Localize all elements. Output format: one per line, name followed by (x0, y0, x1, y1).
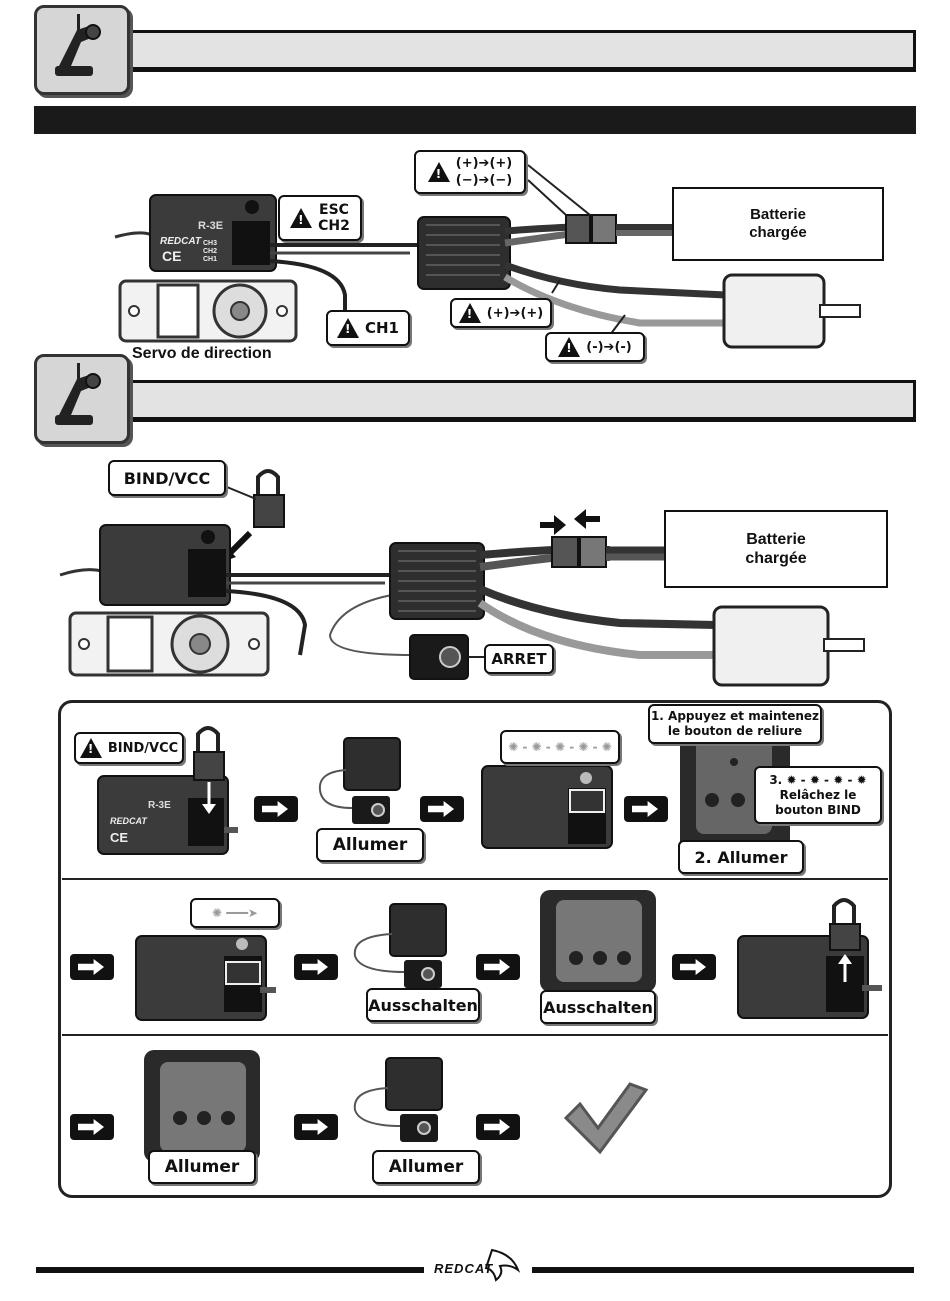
warning-icon (427, 162, 450, 183)
plus-callout: (+)➔(+) (450, 298, 552, 328)
led-blink-callout: ✺ - ✺ - ✺ - ✺ - ✺ (500, 730, 620, 764)
transmitter-icon-tile-2 (34, 354, 130, 444)
battery-label-line1: Batterie (750, 206, 806, 223)
step-receiver-model: R-3E (148, 800, 171, 811)
wiring-diagram-1 (114, 164, 861, 349)
step-allumer-callout: Allumer (316, 828, 424, 862)
bind-vcc-callout: BIND/VCC (108, 460, 226, 496)
minus-callout: (-)➔(-) (545, 332, 645, 362)
transmitter-icon (55, 363, 101, 425)
warning-icon (558, 337, 581, 357)
polarity-callout-top: (+)➔(+) (−)➔(−) (414, 150, 526, 194)
battery-label-line2: chargée (745, 550, 807, 567)
step-bind-vcc-callout: BIND/VCC (74, 732, 184, 764)
step2-callout: 2. Allumer (678, 840, 804, 874)
step-allumer-label: Allumer (332, 835, 408, 855)
receiver-model-label: R-3E (198, 220, 224, 232)
warning-icon (79, 738, 102, 758)
ch1-label: CH1 (365, 319, 399, 337)
footer-logo: REDCAT (430, 1246, 530, 1286)
step-arrow (70, 954, 114, 980)
battery-label-line2: chargée (749, 224, 807, 241)
step-bind-vcc-label: BIND/VCC (107, 740, 179, 756)
step-arrow (624, 796, 668, 822)
arret-callout: ARRET (484, 644, 554, 674)
footer-rule-right (532, 1267, 914, 1273)
warning-icon (290, 208, 313, 228)
plus-from: (+) (486, 305, 510, 321)
transmitter-icon-tile-1 (34, 5, 130, 95)
step-allumer-tx-label: Allumer (164, 1157, 240, 1177)
step3-line2: bouton BIND (775, 802, 861, 817)
row-divider-2 (62, 1034, 888, 1036)
steps-illustrations (97, 720, 882, 1162)
led-solid-callout: ✺ ━━━➤ (190, 898, 280, 928)
header-bar-2 (118, 380, 916, 422)
receiver-ch2-label: CH2 (203, 248, 218, 255)
receiver-ch3-label: CH3 (203, 240, 218, 247)
footer-brand: REDCAT (434, 1261, 494, 1276)
polarity-plus-to: (+) (489, 156, 513, 171)
step-allumer-esc-callout: Allumer (372, 1150, 480, 1184)
step-arrow (70, 1114, 114, 1140)
polarity-plus-from: (+) (455, 156, 479, 171)
servo-label: Servo de direction (132, 345, 272, 362)
step-allumer-esc-label: Allumer (388, 1157, 464, 1177)
step-receiver-brand: REDCAT (110, 816, 147, 826)
checkmark-icon (563, 1082, 649, 1155)
minus-from: (-) (586, 339, 604, 355)
step2-label: 2. Allumer (694, 847, 788, 867)
step-arrow (294, 954, 338, 980)
ch2-label: CH2 (318, 218, 350, 234)
transmitter-icon (55, 14, 101, 76)
step3-number: 3. (769, 772, 783, 787)
step-arrow (254, 796, 298, 822)
bind-vcc-label: BIND/VCC (123, 468, 211, 488)
receiver-ce-label: CE (162, 248, 182, 264)
minus-to: (-) (614, 339, 632, 355)
battery-label-line1: Batterie (746, 531, 806, 548)
row-divider-1 (62, 878, 888, 880)
step-ausschalten-tx-callout: Ausschalten (540, 990, 656, 1024)
warning-icon (337, 318, 359, 338)
receiver-brand-label: REDCAT (160, 236, 201, 247)
arret-label: ARRET (491, 650, 547, 668)
step3-line1: Relâchez le (779, 787, 857, 802)
step-receiver-ce: CE (110, 830, 129, 845)
step-arrow (294, 1114, 338, 1140)
blink-icon: ✺ - ✺ - ✺ - ✺ - ✺ (508, 740, 612, 754)
step-arrow (476, 1114, 520, 1140)
step-arrow (420, 796, 464, 822)
wiring-diagram-2 (59, 469, 865, 687)
step-arrow (672, 954, 716, 980)
footer-rule-left (36, 1267, 424, 1273)
section-band-1 (34, 106, 916, 134)
step-ausschalten-esc-callout: Ausschalten (366, 988, 480, 1022)
header-bar-1 (118, 30, 916, 72)
step1-line2: le bouton de reliure (667, 724, 803, 738)
battery-box-1: Batterie chargée (672, 187, 884, 261)
step-allumer-tx-callout: Allumer (148, 1150, 256, 1184)
solid-led-icon: ✺ ━━━➤ (212, 906, 258, 920)
redcat-cat-icon (484, 1248, 521, 1282)
warning-icon (458, 303, 481, 323)
ch1-callout: CH1 (326, 310, 410, 346)
polarity-minus-from: (−) (455, 173, 479, 188)
receiver-ch1-label: CH1 (203, 256, 218, 263)
step3-callout: 3. ✹ - ✹ - ✹ - ✹ Relâchez le bouton BIND (754, 766, 882, 824)
esc-label: ESC (319, 202, 349, 218)
plus-to: (+) (520, 305, 544, 321)
battery-box-2: Batterie chargée (664, 510, 888, 588)
step1-line1: 1. Appuyez et maintenez (650, 709, 820, 723)
blink-icon: ✹ - ✹ - ✹ - ✹ (786, 772, 867, 787)
step-ausschalten-tx-label: Ausschalten (543, 997, 653, 1017)
polarity-minus-to: (−) (489, 173, 513, 188)
step-arrow (476, 954, 520, 980)
step-ausschalten-esc-label: Ausschalten (368, 995, 478, 1015)
